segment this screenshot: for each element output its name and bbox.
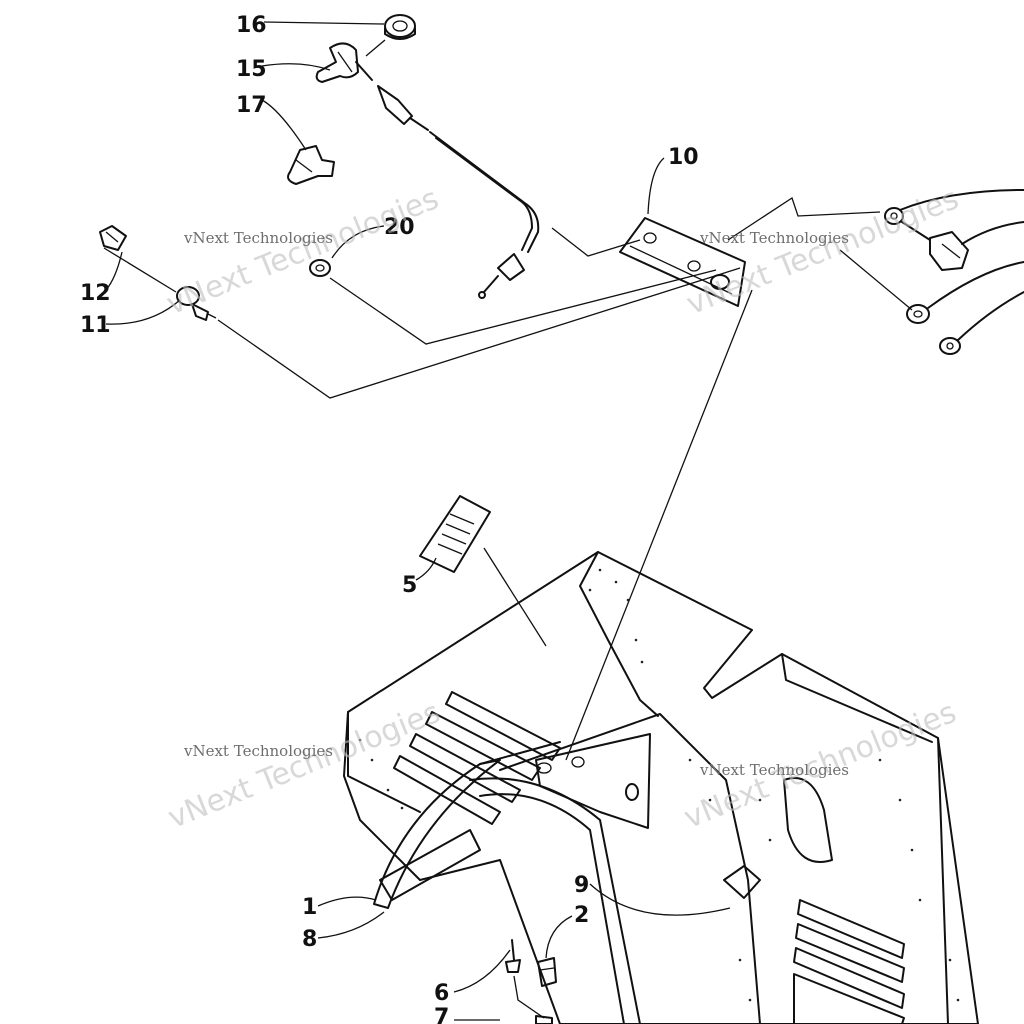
callout-1: 1 [302,895,317,920]
hood-body [343,551,979,1024]
callout-8: 8 [302,927,317,952]
callout-17: 17 [236,93,267,118]
assembly-guide-lines [103,196,913,761]
callout-20: 20 [384,215,415,240]
callout-labels: 16 15 17 10 20 12 11 5 1 8 9 2 6 7 [80,13,699,1024]
callout-12: 12 [80,281,111,306]
callout-leaders [105,21,731,1021]
watermark-bottom-left: vNext Technologies vNext Technologies [163,695,445,836]
callout-15: 15 [236,57,267,82]
part-2-grommet [537,957,557,987]
watermark-big: vNext Technologies [162,181,444,322]
part-11-switch [176,286,217,321]
leader-16-to-15 [365,39,386,57]
callout-16: 16 [236,13,267,38]
part-6-rivet [505,939,553,1024]
choke-cable [377,85,540,299]
part-12-cap [99,225,127,251]
part-5-decal [419,495,491,573]
callout-6: 6 [434,981,449,1006]
watermark-small: vNext Technologies [699,229,849,247]
leader-5-to-hood [483,547,547,647]
callout-5: 5 [402,573,417,598]
toggle-switch-assembly [884,189,1024,355]
watermark-big: vNext Technologies [163,695,445,836]
part-1-trim [373,741,561,909]
callout-9: 9 [574,873,589,898]
watermark-small: vNext Technologies [183,742,333,760]
part-15-knob [315,42,373,83]
watermark-bottom-right: vNext Technologies vNext Technologies [679,695,961,836]
watermark-small: vNext Technologies [699,761,849,779]
callout-10: 10 [668,145,699,170]
callout-11: 11 [80,313,111,338]
part-20-grommet [309,259,331,277]
callout-2: 2 [574,903,589,928]
shading-stipple [358,568,960,1002]
callout-7: 7 [434,1005,449,1024]
part-17-clip [287,145,335,185]
part-16-nut [384,14,416,40]
watermark-top-left: vNext Technologies vNext Technologies [162,181,444,322]
watermark-small: vNext Technologies [183,229,333,247]
